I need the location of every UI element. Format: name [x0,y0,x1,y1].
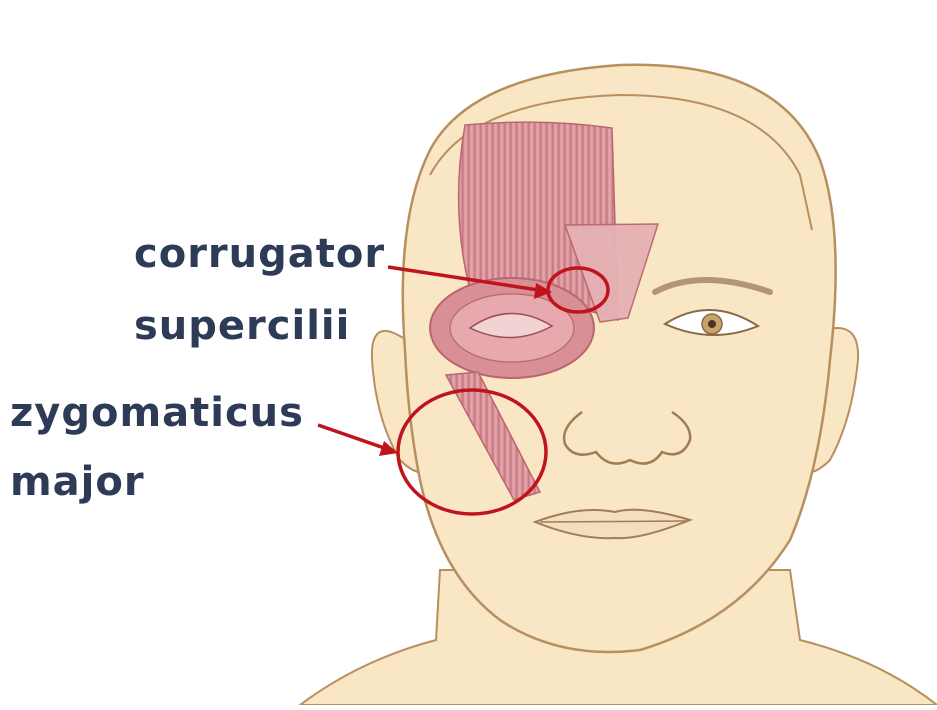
right-pupil [708,320,716,328]
corrugator-label-line-2: supercilii [134,306,350,346]
corrugator-label-line-1: corrugator [134,234,385,274]
zygomaticus-label-line-2: major [10,462,145,502]
lip-line [540,521,686,522]
zygomaticus-label-line-1: zygomaticus [10,393,304,433]
